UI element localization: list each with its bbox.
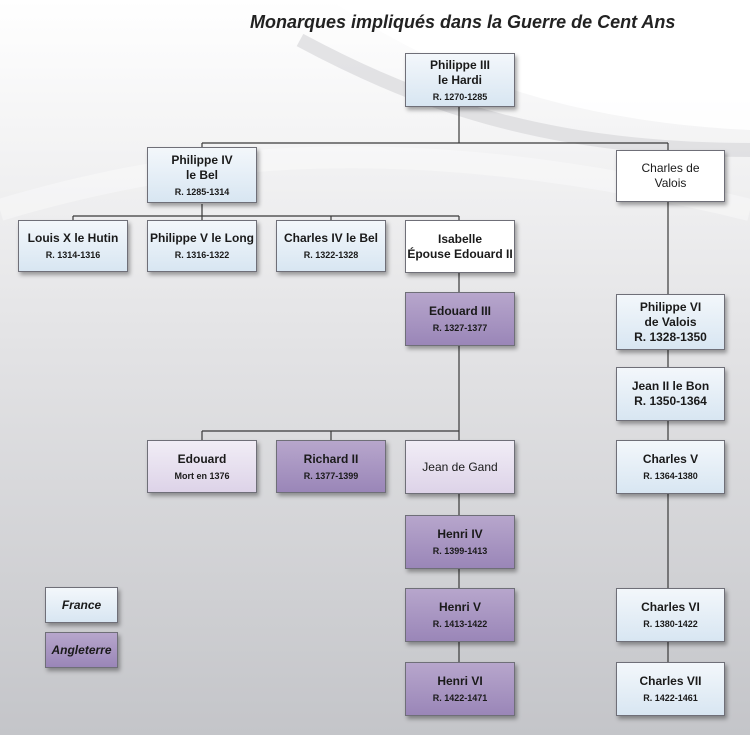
node-charles-de-valois: Charles de Valois <box>616 150 725 202</box>
node-name: Charles VI <box>641 600 700 614</box>
node-reign: R. 1270-1285 <box>432 91 488 102</box>
node-louis-x: Louis X le Hutin R. 1314-1316 <box>18 220 128 272</box>
node-charles-iv: Charles IV le Bel R. 1322-1328 <box>276 220 386 272</box>
node-name: Jean II le Bon <box>631 379 710 393</box>
node-name: Philippe III <box>429 57 490 72</box>
node-reign: R. 1380-1422 <box>643 619 698 629</box>
legend-label: Angleterre <box>51 643 112 657</box>
node-edouard-iii: Edouard III R. 1327-1377 <box>405 292 515 346</box>
node-name: Henri V <box>438 600 481 614</box>
node-richard-ii: Richard II R. 1377-1399 <box>276 440 386 493</box>
node-reign: R. 1350-1364 <box>634 394 707 408</box>
node-reign: R. 1285-1314 <box>174 186 230 197</box>
node-name: Philippe VI <box>639 299 702 314</box>
node-reign: R. 1399-1413 <box>432 546 488 556</box>
legend-france: France <box>45 587 118 623</box>
node-name: Henri IV <box>437 527 483 541</box>
node-jean-de-gand: Jean de Gand <box>405 440 515 494</box>
node-charles-v: Charles V R. 1364-1380 <box>616 440 725 494</box>
node-edouard: Edouard Mort en 1376 <box>147 440 257 493</box>
node-reign: R. 1413-1422 <box>432 619 488 629</box>
node-reign: R. 1316-1322 <box>174 250 230 260</box>
node-name: Charles IV le Bel <box>283 231 379 245</box>
node-name: Henri VI <box>437 674 483 688</box>
node-name: Richard II <box>303 451 359 466</box>
node-name: Isabelle <box>437 231 483 246</box>
node-charles-vii: Charles VII R. 1422-1461 <box>616 662 725 716</box>
legend-label: France <box>61 598 102 612</box>
node-reign: R. 1314-1316 <box>45 250 101 260</box>
node-reign: R. 1328-1350 <box>634 329 707 344</box>
node-name: de Valois <box>644 314 697 329</box>
node-philippe-vi: Philippe VI de Valois R. 1328-1350 <box>616 294 725 350</box>
node-philippe-v: Philippe V le Long R. 1316-1322 <box>147 220 257 272</box>
node-philippe-iv: Philippe IV le Bel R. 1285-1314 <box>147 147 257 203</box>
node-reign: R. 1377-1399 <box>303 470 359 481</box>
node-jean-ii: Jean II le Bon R. 1350-1364 <box>616 367 725 421</box>
node-henri-iv: Henri IV R. 1399-1413 <box>405 515 515 569</box>
node-reign: R. 1422-1461 <box>643 693 698 703</box>
node-reign: R. 1364-1380 <box>643 471 698 481</box>
node-name: Philippe V le Long <box>149 231 254 245</box>
node-name: Edouard III <box>428 304 491 318</box>
node-isabelle: Isabelle Épouse Edouard II <box>405 220 515 273</box>
node-henri-v: Henri V R. 1413-1422 <box>405 588 515 642</box>
node-philippe-iii: Philippe III le Hardi R. 1270-1285 <box>405 53 515 107</box>
node-reign: R. 1322-1328 <box>303 250 359 260</box>
node-name: Épouse Edouard II <box>407 246 513 261</box>
node-name: Edouard <box>177 451 227 466</box>
node-name: Valois <box>654 176 687 190</box>
node-name: le Hardi <box>437 72 482 87</box>
node-name: Charles V <box>642 452 699 466</box>
node-name: Jean de Gand <box>422 459 498 474</box>
node-reign: Mort en 1376 <box>174 470 230 481</box>
node-name: Charles VII <box>639 674 702 688</box>
node-name: Philippe IV <box>171 152 233 167</box>
legend-angleterre: Angleterre <box>45 632 118 668</box>
node-name: Charles de <box>641 161 700 175</box>
diagram-title: Monarques impliqués dans la Guerre de Ce… <box>250 12 676 32</box>
node-charles-vi: Charles VI R. 1380-1422 <box>616 588 725 642</box>
node-reign: R. 1327-1377 <box>432 323 488 333</box>
node-reign: R. 1422-1471 <box>432 693 488 703</box>
node-name: Louis X le Hutin <box>27 231 119 245</box>
node-name: le Bel <box>185 167 218 182</box>
node-henri-vi: Henri VI R. 1422-1471 <box>405 662 515 716</box>
